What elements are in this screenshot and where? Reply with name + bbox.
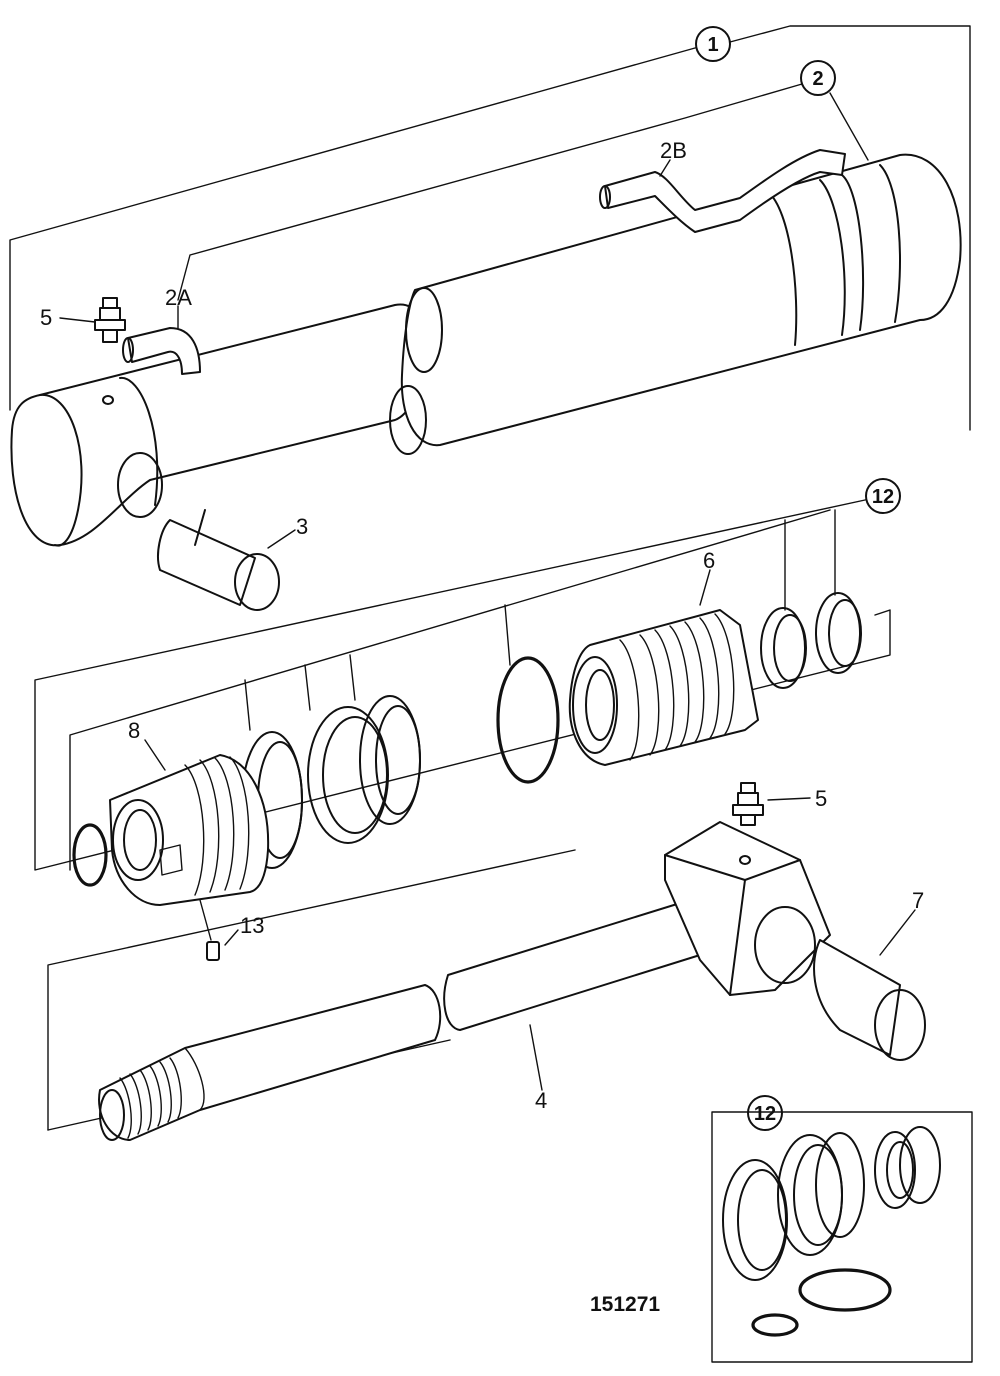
pipe-2b[interactable] — [599, 149, 846, 233]
label-5-rod: 5 — [815, 786, 827, 811]
drawing-number: 151271 — [590, 1293, 660, 1316]
wear-ring-b[interactable] — [815, 592, 862, 674]
callout-cylinder-text: 2 — [812, 68, 823, 90]
cylinder-barrel-right[interactable] — [389, 153, 962, 455]
leader-seal-f — [349, 654, 356, 701]
o-ring-small-left[interactable] — [72, 823, 108, 887]
rod-outline — [47, 849, 576, 1131]
seal-kit-outline — [34, 499, 891, 871]
seal-kit-inner-outline — [69, 509, 831, 871]
cylinder-barrel-left[interactable] — [10, 303, 428, 547]
callout-assembly[interactable]: 1 — [695, 26, 731, 62]
piston-rod-4[interactable] — [98, 899, 708, 1141]
grease-nipple-top[interactable] — [94, 297, 126, 343]
leader-seal-e — [304, 664, 311, 711]
leader-seal-c — [504, 604, 511, 666]
label-5-top: 5 — [40, 305, 52, 330]
leader-cylinder — [177, 83, 803, 301]
label-7: 7 — [912, 888, 924, 913]
label-13: 13 — [240, 913, 264, 938]
callout-seal-kit-inset[interactable]: 12 — [747, 1095, 783, 1131]
label-2b: 2B — [660, 138, 687, 163]
seal-ring-c[interactable] — [359, 695, 421, 825]
callout-seal-kit[interactable]: 12 — [865, 478, 901, 514]
leader-seal-d — [244, 679, 251, 731]
assembly-outline — [9, 25, 971, 431]
bush-7[interactable] — [813, 939, 926, 1061]
piston-6[interactable] — [568, 609, 759, 766]
grub-screw-13[interactable] — [199, 899, 220, 961]
inset-ring-c[interactable] — [874, 1126, 941, 1209]
leader-6 — [699, 569, 711, 606]
leader-13 — [224, 929, 239, 946]
o-ring-middle[interactable] — [496, 656, 560, 784]
seal-kit-inset-box — [711, 1111, 973, 1363]
wear-ring-a[interactable] — [760, 607, 807, 689]
leader-7 — [879, 909, 916, 956]
label-3: 3 — [296, 514, 308, 539]
label-2a: 2A — [165, 285, 192, 310]
leader-8 — [144, 739, 166, 771]
leader-5-rod — [767, 797, 811, 801]
inset-ring-a[interactable] — [722, 1159, 788, 1281]
pipe-2a[interactable] — [122, 327, 201, 375]
callout-seal-kit-text: 12 — [872, 486, 894, 508]
gland-8[interactable] — [109, 754, 270, 906]
leader-3 — [267, 529, 296, 549]
callout-cylinder[interactable]: 2 — [800, 60, 836, 96]
inset-o-ring-small[interactable] — [751, 1313, 799, 1337]
leader-cylinder-body — [829, 92, 869, 161]
inset-o-ring-large[interactable] — [798, 1268, 892, 1312]
leader-5-top — [59, 317, 96, 323]
seal-ring-b[interactable] — [307, 706, 389, 844]
rod-eye[interactable] — [664, 821, 831, 996]
label-4: 4 — [535, 1088, 547, 1113]
leader-2b — [659, 159, 671, 177]
callout-assembly-text: 1 — [707, 34, 718, 56]
bush-3[interactable] — [157, 509, 280, 611]
callout-seal-kit-inset-text: 12 — [754, 1103, 776, 1125]
label-6: 6 — [703, 548, 715, 573]
grease-nipple-rod[interactable] — [732, 782, 764, 826]
leader-4 — [529, 1024, 543, 1091]
label-8: 8 — [128, 718, 140, 743]
inset-ring-b[interactable] — [777, 1132, 865, 1256]
